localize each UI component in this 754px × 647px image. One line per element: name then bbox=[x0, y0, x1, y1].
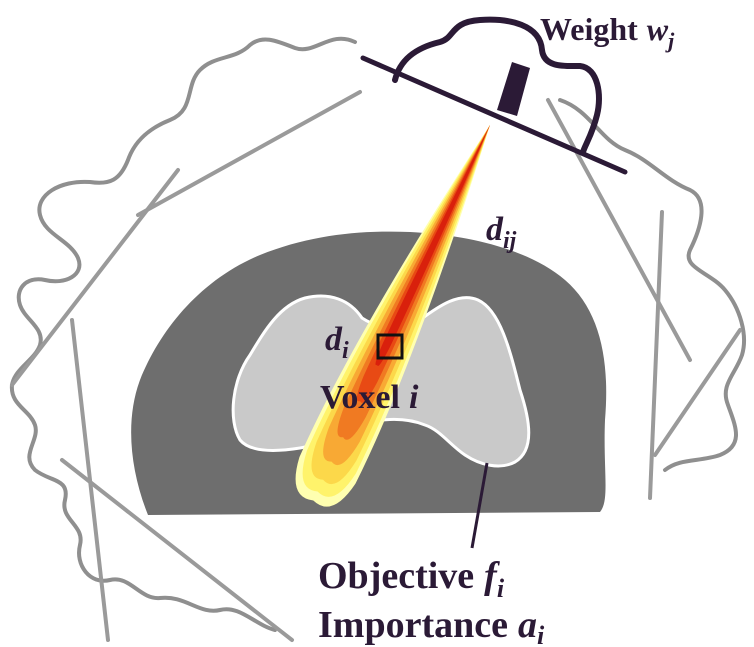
weight-sub: j bbox=[665, 28, 675, 53]
weight-var: w bbox=[647, 11, 669, 47]
weight-bar bbox=[497, 62, 530, 116]
voxel-square bbox=[376, 333, 404, 360]
beam-line bbox=[60, 458, 294, 642]
objective-sub: i bbox=[497, 574, 505, 603]
beam-device bbox=[360, 16, 628, 175]
voxel-word: Voxel bbox=[320, 379, 400, 416]
beam-dose-label: dij bbox=[486, 211, 517, 254]
beam-line bbox=[648, 210, 664, 500]
weight-word: Weight bbox=[540, 11, 638, 47]
beam-line bbox=[10, 168, 180, 387]
voxel-dose-var: d bbox=[325, 321, 343, 358]
importance-var: a bbox=[518, 604, 537, 646]
outline-curves bbox=[9, 36, 746, 632]
beam-line bbox=[546, 98, 692, 362]
voxel-dose-label: di bbox=[325, 321, 349, 364]
voxel-dose-sub: i bbox=[342, 338, 349, 364]
importance-sub: i bbox=[537, 621, 545, 647]
objective-word: Objective bbox=[318, 555, 474, 597]
outline-curve-left bbox=[9, 36, 357, 632]
importance-word: Importance bbox=[318, 604, 508, 646]
beam-direction-lines bbox=[10, 90, 742, 642]
beam-line bbox=[136, 90, 362, 217]
organ-pointer-line bbox=[470, 462, 489, 549]
beam-layer bbox=[375, 125, 490, 366]
dose-beamlet bbox=[295, 125, 490, 507]
objective-var: f bbox=[484, 555, 500, 597]
beam-line bbox=[653, 328, 742, 457]
beam-dose-var: d bbox=[486, 211, 504, 248]
voxel-var: i bbox=[409, 379, 419, 416]
outline-curve-right bbox=[558, 98, 746, 472]
beam-dose-sub: ij bbox=[503, 228, 517, 254]
weight-cable bbox=[392, 16, 602, 155]
